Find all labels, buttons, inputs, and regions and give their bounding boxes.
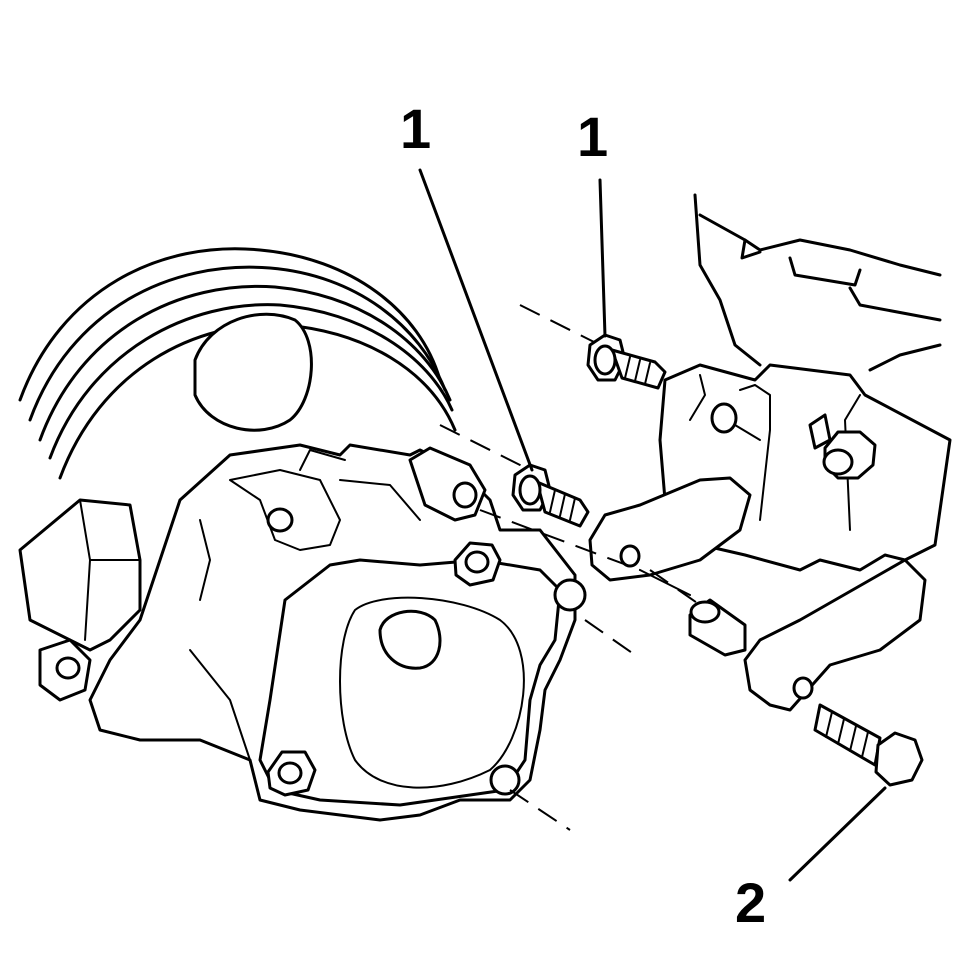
- callout-label-left-bolt: 1: [400, 97, 431, 160]
- pump-nut-lower: [266, 750, 317, 797]
- cover-bolt-hole-bottom: [489, 764, 521, 796]
- long-hex-bolt: [813, 703, 924, 787]
- pump-mount-boss: [408, 446, 487, 522]
- bracket-nut: [822, 430, 877, 480]
- cover-bolt-hole-right: [553, 578, 587, 612]
- upper-flange-bolt: [586, 333, 667, 390]
- pulley-hub-hole: [193, 312, 313, 432]
- callout-label-upper-bolt: 1: [577, 105, 608, 168]
- leader-line-left-bolt: [418, 168, 534, 472]
- leader-line-long-bolt: [788, 786, 887, 882]
- pump-outlet-port: [378, 609, 442, 670]
- bracket-tab: [808, 413, 832, 450]
- bracket-bolt-hole-upper: [710, 402, 738, 434]
- callout-label-long-bolt: 2: [735, 871, 766, 934]
- pump-nut-upper: [453, 541, 502, 587]
- pump-pulley: [18, 247, 457, 480]
- engine-block: [693, 193, 942, 372]
- left-flange-bolt: [511, 463, 590, 528]
- adjusting-arm: [588, 476, 927, 712]
- alignment-lines: [439, 304, 701, 831]
- spacer-sleeve: [688, 598, 747, 657]
- leader-line-upper-bolt: [598, 178, 607, 338]
- pump-cover-plate: [258, 558, 587, 807]
- pump-inlet-block: [18, 498, 142, 702]
